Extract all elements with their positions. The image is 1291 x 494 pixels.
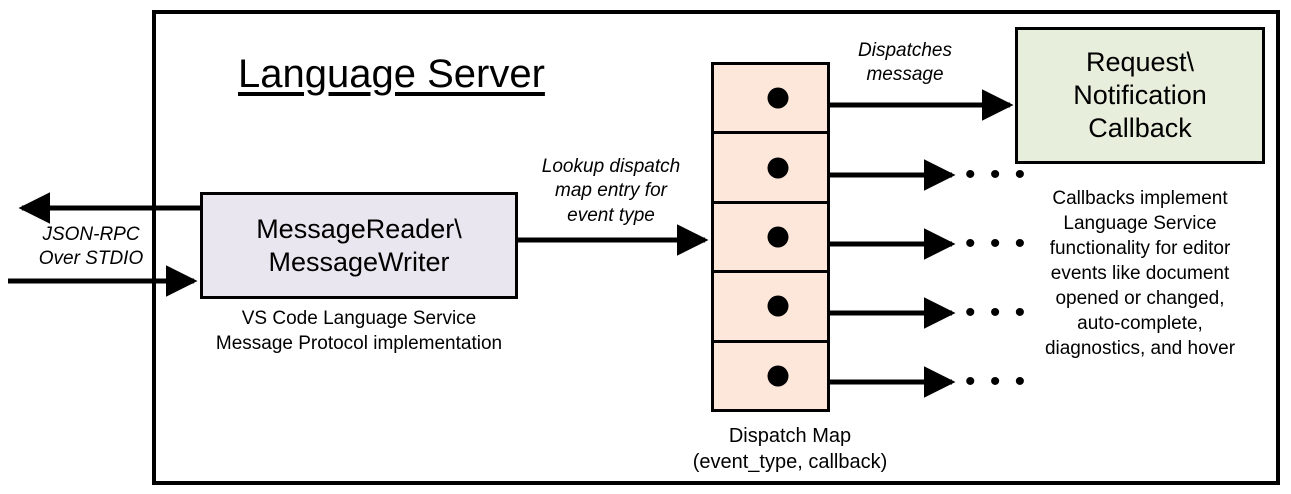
request-notification-callback-box[interactable]: Request\ Notification Callback <box>1015 27 1265 164</box>
dispatch-entry-dot-icon <box>767 295 789 317</box>
dispatch-entry-dot-icon <box>767 226 789 248</box>
jsonrpc-transport-label: JSON-RPC Over STDIO <box>38 224 144 270</box>
ellipsis-row-5: • • • <box>965 365 1029 398</box>
dispatch-map-caption: Dispatch Map (event_type, callback) <box>692 425 888 473</box>
ellipsis-row-2: • • • <box>965 158 1029 191</box>
message-reader-writer-label: MessageReader\ MessageWriter <box>256 213 462 277</box>
ellipsis-row-4: • • • <box>965 296 1029 329</box>
language-server-boundary <box>152 10 1280 485</box>
dispatch-row-3[interactable] <box>714 204 827 274</box>
dispatch-entry-dot-icon <box>767 87 789 109</box>
dispatch-row-2[interactable] <box>714 134 827 204</box>
message-reader-writer-box[interactable]: MessageReader\ MessageWriter <box>200 192 518 299</box>
ellipsis-row-3: • • • <box>965 227 1029 260</box>
lookup-dispatch-label: Lookup dispatch map entry for event type <box>541 156 681 226</box>
page-title: Language Server <box>238 52 545 96</box>
dispatch-map-table[interactable] <box>711 62 830 412</box>
request-notification-callback-label: Request\ Notification Callback <box>1073 47 1207 143</box>
callback-description-caption: Callbacks implement Language Service fun… <box>1044 188 1236 360</box>
dispatch-entry-dot-icon <box>767 157 789 179</box>
message-reader-writer-caption: VS Code Language Service Message Protoco… <box>215 308 503 354</box>
dispatches-message-label: Dispatches message <box>858 40 952 86</box>
dispatch-entry-dot-icon <box>767 365 789 387</box>
dispatch-row-4[interactable] <box>714 273 827 343</box>
dispatch-row-5[interactable] <box>714 343 827 409</box>
dispatch-row-1[interactable] <box>714 65 827 135</box>
